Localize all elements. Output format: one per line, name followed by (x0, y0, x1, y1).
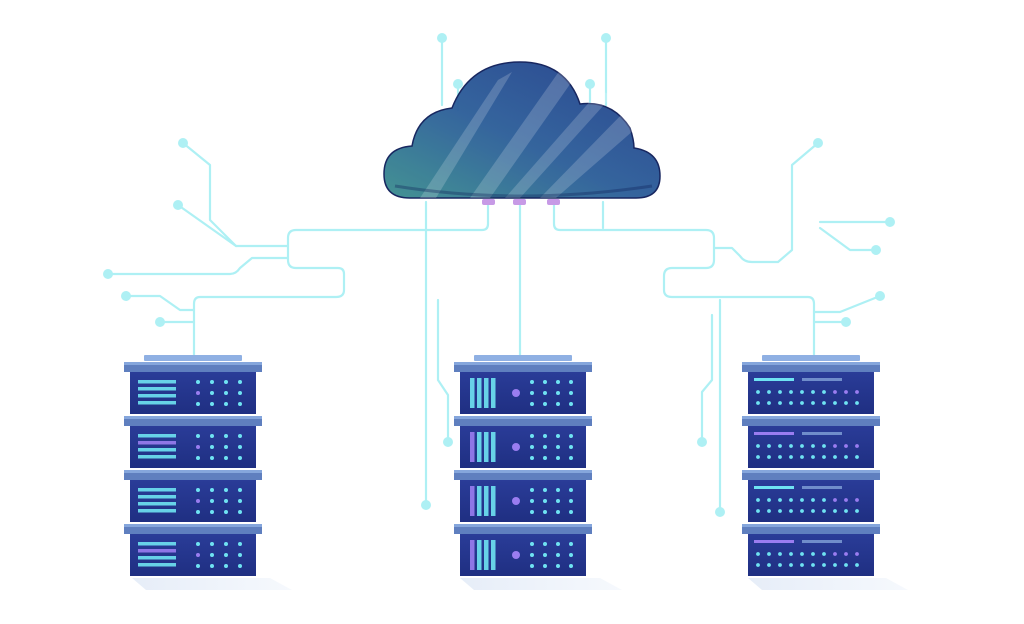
cloud-icon (383, 61, 661, 199)
server-unit (742, 470, 880, 522)
circuit-terminals (103, 33, 895, 517)
server-unit (742, 362, 880, 414)
server-unit (742, 524, 880, 576)
server-unit (124, 524, 262, 576)
server-rack-right (742, 355, 880, 576)
server-unit (454, 416, 592, 468)
server-rack-left (124, 355, 262, 576)
server-unit (124, 470, 262, 522)
cloud-connectors (482, 199, 560, 205)
rack-top-plate (474, 355, 572, 361)
floor-shadows (132, 578, 908, 590)
server-unit (124, 362, 262, 414)
rack-top-plate (144, 355, 242, 361)
server-unit (124, 416, 262, 468)
server-unit (742, 416, 880, 468)
rack-top-plate (762, 355, 860, 361)
server-unit (454, 524, 592, 576)
server-rack-center (454, 355, 592, 576)
server-unit (454, 470, 592, 522)
server-unit (454, 362, 592, 414)
